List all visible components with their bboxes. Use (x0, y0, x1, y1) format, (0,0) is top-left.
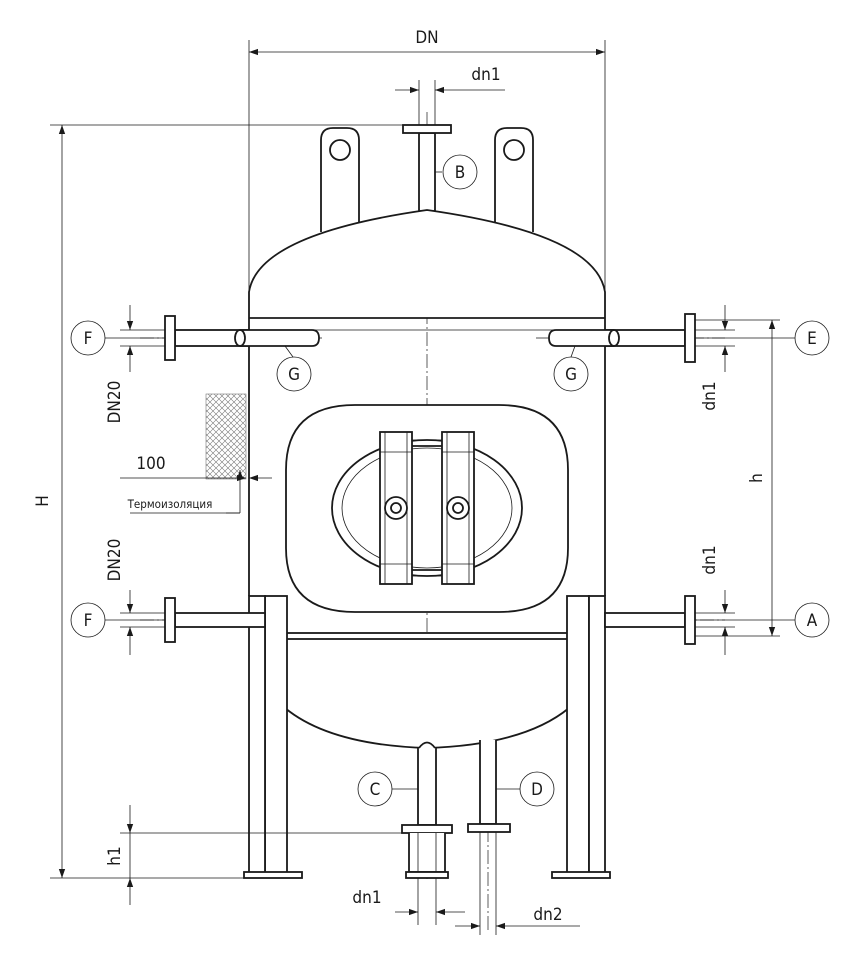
dim-dn1-right-upper: dn1 (700, 381, 720, 410)
dim-dn20-lower: DN20 (105, 539, 125, 582)
label-b: B (455, 163, 466, 183)
label-e: E (807, 329, 817, 349)
dim-h-total: H (33, 495, 53, 507)
insulation (130, 393, 247, 514)
dim-h1: h1 (105, 846, 125, 865)
callout-f-lower: F (70, 602, 106, 638)
label-c: C (370, 780, 381, 800)
dimension-labels: DN dn1 H h h1 DN20 DN20 dn1 dn1 100 Терм… (33, 28, 767, 925)
label-f-upper: F (84, 329, 93, 349)
dim-dn1-bottom: dn1 (352, 888, 381, 908)
callout-a: A (794, 602, 830, 638)
top-head (248, 209, 606, 318)
dim-dn1-right-lower: dn1 (700, 545, 720, 574)
dim-dn: DN (415, 28, 438, 48)
dim-dn20-upper: DN20 (105, 381, 125, 424)
label-f-lower: F (84, 611, 93, 631)
callout-c: C (357, 771, 393, 807)
label-g-left: G (288, 365, 300, 385)
internal-pipe-g-left (234, 329, 320, 347)
callout-g-left: G (276, 356, 312, 392)
dimension-lines (50, 40, 780, 935)
nozzle-a (604, 595, 696, 645)
lifting-lug-right (494, 127, 534, 232)
callout-g-right: G (553, 356, 589, 392)
nozzle-f-lower (164, 597, 266, 643)
bottom-head (284, 635, 570, 749)
callout-e: E (794, 320, 830, 356)
callout-f-upper: F (70, 320, 106, 356)
label-a: A (807, 611, 818, 631)
callout-d: D (519, 771, 555, 807)
lifting-lug-left (320, 127, 360, 232)
leader-lines (104, 171, 795, 790)
legs (243, 595, 611, 879)
nozzle-c (401, 741, 453, 879)
dim-h: h (747, 473, 767, 483)
internal-pipe-g-right (548, 329, 620, 347)
label-d: D (531, 780, 543, 800)
nozzle-d (467, 740, 511, 833)
insulation-note: Термоизоляция (127, 497, 213, 511)
nozzle-f-upper (164, 315, 250, 361)
manhole (285, 404, 569, 613)
dim-dn1-top: dn1 (471, 65, 500, 85)
dim-insulation-100: 100 (136, 454, 165, 474)
callout-b: B (442, 154, 478, 190)
label-g-right: G (565, 365, 577, 385)
dim-dn2: dn2 (533, 905, 562, 925)
